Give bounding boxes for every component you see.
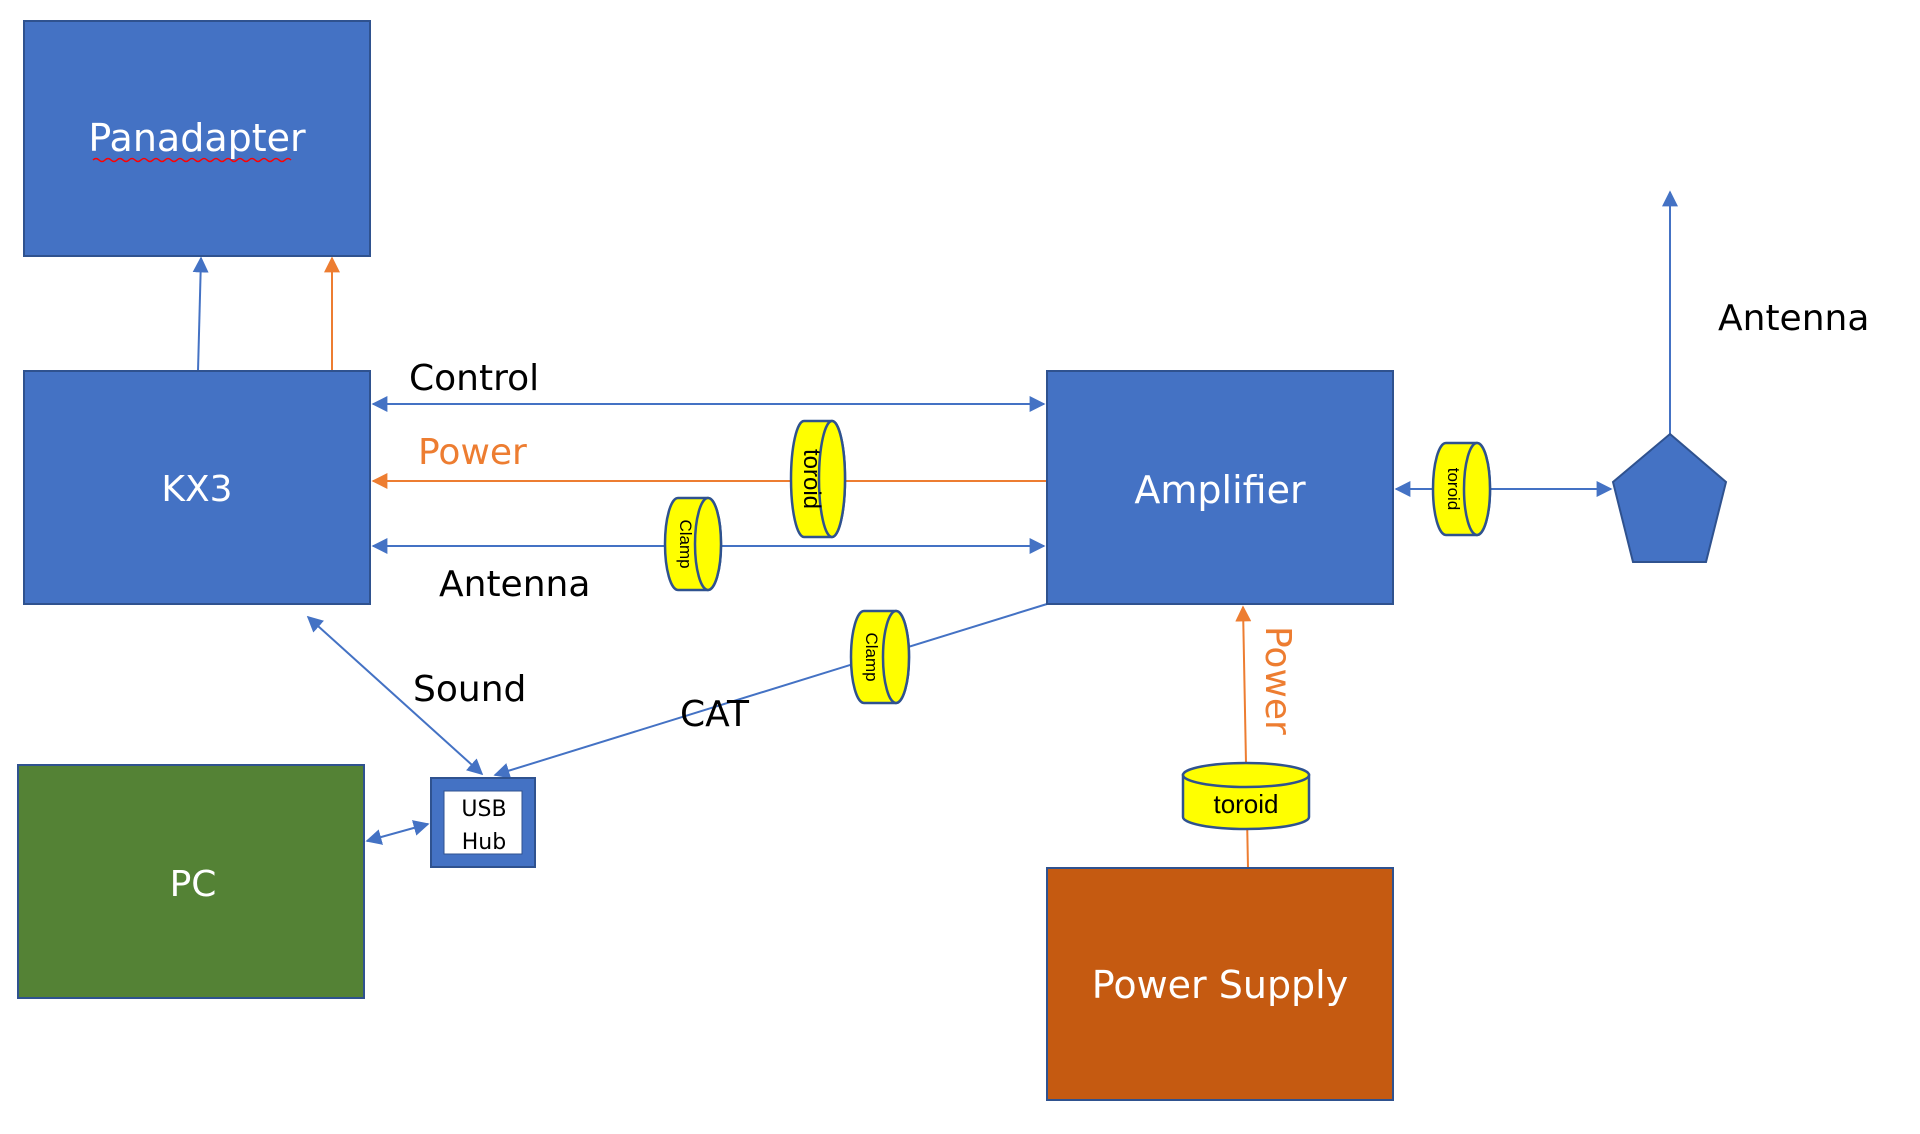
toroid-power-cylinder[interactable]: toroid bbox=[789, 419, 847, 539]
clamp-cat-label: Clamp bbox=[862, 632, 881, 681]
toroid-supply-cylinder[interactable]: toroid bbox=[1181, 761, 1311, 831]
clamp-cat-cylinder[interactable]: Clamp bbox=[849, 609, 911, 705]
clamp-antenna-label: Clamp bbox=[676, 519, 695, 568]
panadapter-box[interactable]: Panadapter bbox=[23, 20, 371, 257]
antenna-pentagon-icon[interactable] bbox=[1611, 432, 1728, 563]
clamp-antenna-cylinder[interactable]: Clamp bbox=[663, 496, 723, 592]
power-amp-label: Power bbox=[1257, 626, 1298, 735]
sound-label: Sound bbox=[413, 669, 526, 710]
usb-hub-label-line2: Hub bbox=[462, 830, 506, 855]
kx3-panadapter-signal-arrow bbox=[192, 256, 209, 372]
control-label: Control bbox=[409, 358, 539, 399]
power-supply-box[interactable]: Power Supply bbox=[1046, 867, 1394, 1101]
usb-hub-label-line1: USB bbox=[461, 797, 506, 822]
cat-connector bbox=[493, 603, 1048, 779]
panadapter-label: Panadapter bbox=[88, 116, 306, 160]
pc-box[interactable]: PC bbox=[17, 764, 365, 999]
antenna-label: Antenna bbox=[1718, 298, 1869, 339]
cat-label: CAT bbox=[680, 694, 750, 735]
pc-usb-connector bbox=[365, 820, 430, 845]
toroid-supply-label: toroid bbox=[1213, 789, 1278, 819]
kx3-box[interactable]: KX3 bbox=[23, 370, 371, 605]
antenna-kx3-label: Antenna bbox=[439, 564, 590, 605]
power-supply-label: Power Supply bbox=[1092, 963, 1348, 1007]
amplifier-label: Amplifier bbox=[1134, 468, 1306, 512]
toroid-antenna-label: toroid bbox=[1444, 468, 1463, 511]
pc-label: PC bbox=[170, 864, 217, 905]
toroid-antenna-cylinder[interactable]: toroid bbox=[1431, 441, 1492, 537]
usb-hub-box[interactable]: USB Hub bbox=[430, 777, 536, 868]
sound-connector bbox=[306, 615, 484, 776]
amplifier-box[interactable]: Amplifier bbox=[1046, 370, 1394, 605]
kx3-label: KX3 bbox=[161, 469, 232, 510]
power-kx3-label: Power bbox=[418, 432, 527, 473]
toroid-power-label: toroid bbox=[798, 449, 825, 509]
spellcheck-underline bbox=[92, 157, 292, 163]
